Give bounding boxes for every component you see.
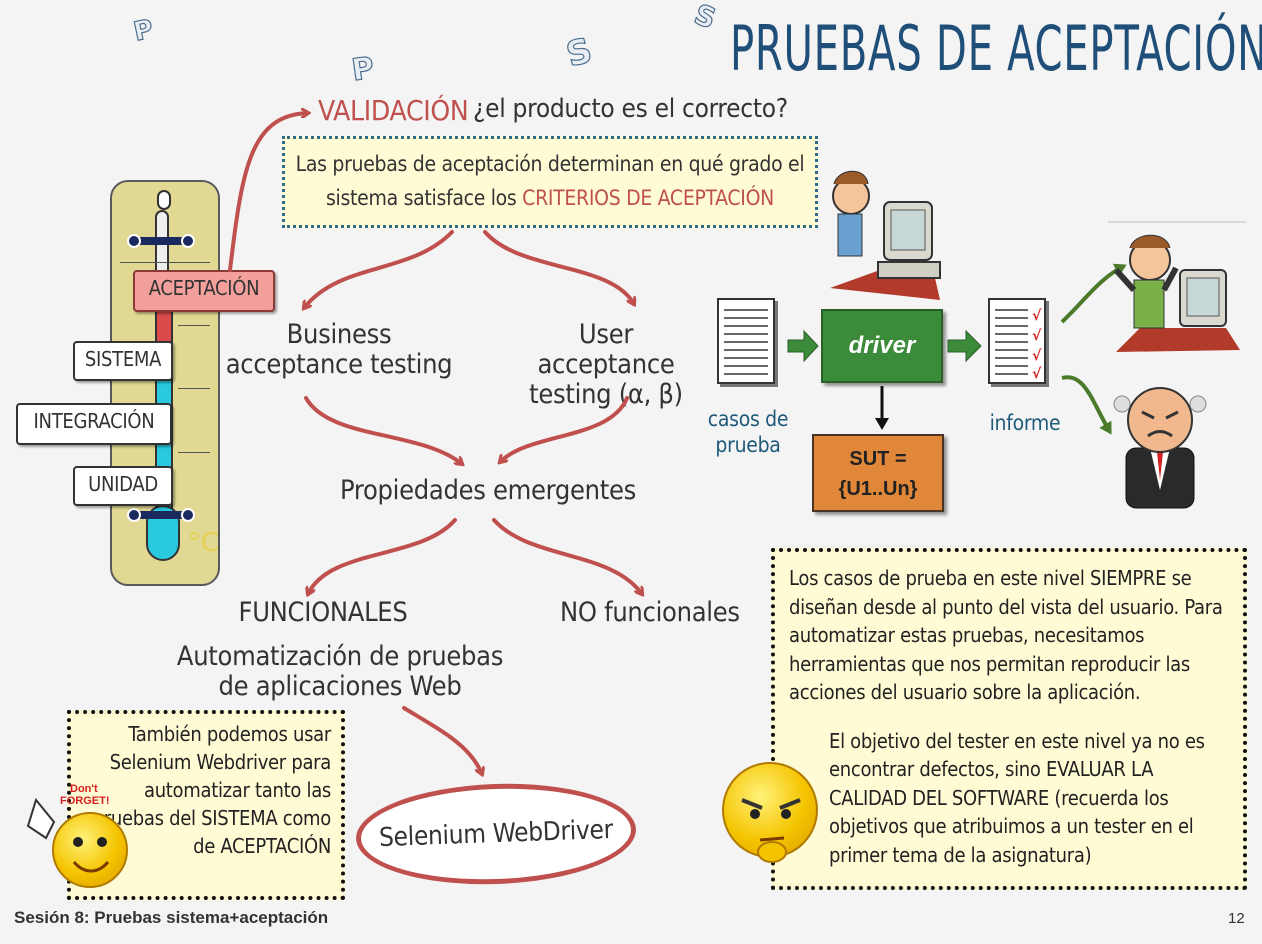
arrow-cases-to-driver [787,329,819,363]
slide-title: PRUEBAS DE ACEPTACIÓN [730,12,1262,85]
level-acceptance: ACEPTACIÓN [133,270,275,312]
level-system: SISTEMA [73,341,173,381]
report-check: √ [1032,328,1042,344]
arrow-to-functional [308,518,457,594]
dont-forget-smiley-icon [52,812,128,888]
criteria-text: Las pruebas de aceptación determinan en … [295,152,805,210]
arrow-report-to-happy [1060,263,1127,324]
report-label: informe [989,411,1061,435]
clip-dot [181,508,195,522]
arrow-to-non-functional [492,518,642,594]
user-acceptance-label: User acceptance testing (α, β) [529,319,683,410]
thermometer-tick [178,452,210,453]
validation-label: VALIDACIÓN [318,94,469,127]
angry-manager-illustration [1113,387,1207,509]
automation-label: Automatización de pruebas de aplicacione… [176,641,504,702]
level-unit: UNIDAD [73,466,173,506]
celsius-unit: °C [188,528,220,558]
thinking-smiley-details [741,798,801,863]
happy-tester-illustration [1108,221,1246,352]
arrow-to-business [304,230,454,308]
sut-line-1: SUT = [849,448,907,470]
test-cases-document [717,298,775,384]
report-check: √ [1032,308,1042,324]
dont-forget-text-2: FORGET! [60,795,110,807]
criteria-box: Las pruebas de aceptación determinan en … [282,136,818,228]
criteria-highlight: CRITERIOS DE ACEPTACIÓN [522,186,774,210]
test-cases-label: casos de prueba [707,407,789,457]
thermometer-tick [178,388,210,389]
right-note-box: Los casos de prueba en este nivel SIEMPR… [771,548,1247,890]
arrow-driver-to-report [947,329,982,363]
report-document [988,298,1046,384]
thermometer-tick [120,262,210,263]
emergent-properties-label: Propiedades emergentes [340,475,636,506]
test-cases-lines [724,309,768,375]
dont-forget-smiley-details [26,797,110,873]
report-lines [995,309,1028,375]
thermometer-tick [178,325,210,326]
report-check: √ [1032,366,1042,382]
functional-label: FUNCIONALES [238,597,408,628]
business-acceptance-label: Business acceptance testing [225,319,453,380]
footer-session: Sesión 8: Pruebas sistema+aceptación [14,908,329,927]
level-integration: INTEGRACIÓN [16,403,172,445]
report-check: √ [1032,348,1042,364]
clip-dot [181,234,195,248]
right-note-paragraph-1: Los casos de prueba en este nivel SIEMPR… [789,566,1223,704]
thermometer-clip [131,511,195,519]
clip-dot [127,234,141,248]
arrow-to-validation [228,113,308,272]
right-note-paragraph-2: El objetivo del tester en este nivel ya … [829,728,1205,867]
non-functional-label: NO funcionales [560,597,740,628]
left-note-box: También podemos usar Selenium Webdriver … [67,710,345,900]
clip-dot [127,508,141,522]
thermometer-top-hole [157,190,171,210]
dont-forget-text-1: Don't [70,783,98,795]
sut-line-2: {U1..Un} [838,478,918,500]
sut-box: SUT = {U1..Un} [812,434,944,512]
validation-question: ¿el producto es el correcto? [473,94,788,124]
arrow-user-to-emergent [500,396,629,462]
driver-box: driver [821,309,943,383]
page-number: 12 [1228,910,1245,927]
thermometer-clip [131,237,195,245]
arrow-to-selenium [402,706,482,774]
arrow-to-user [483,230,634,304]
arrow-business-to-emergent [304,396,462,464]
arrow-report-to-angry [1061,375,1112,435]
tester-computer-illustration [830,170,941,300]
